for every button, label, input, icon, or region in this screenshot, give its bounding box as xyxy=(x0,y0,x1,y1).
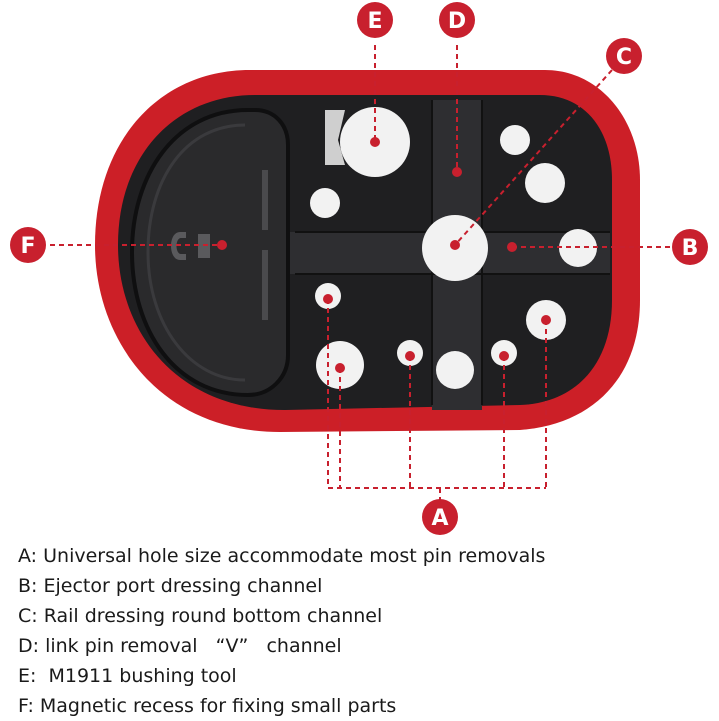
hole-medium xyxy=(525,163,565,203)
legend-text: Ejector port dressing channel xyxy=(37,575,323,597)
callout-d-letter: D xyxy=(448,9,466,34)
hole-small xyxy=(310,188,340,218)
legend-text: Universal hole size accommodate most pin… xyxy=(37,545,546,567)
legend-text: Rail dressing round bottom channel xyxy=(37,605,383,627)
legend-prefix: A: xyxy=(18,545,38,567)
legend-list: A: Universal hole size accommodate most … xyxy=(18,541,545,721)
legend-item-e: E: M1911 bushing tool xyxy=(18,661,545,691)
legend-prefix: E: xyxy=(18,665,37,687)
v-notch xyxy=(325,110,345,165)
legend-item-a: A: Universal hole size accommodate most … xyxy=(18,541,545,571)
callout-d: D xyxy=(439,2,475,38)
leader-dots xyxy=(217,137,551,373)
legend-prefix: D: xyxy=(18,635,40,657)
tray-diagram: E D C B F A xyxy=(10,2,708,535)
callout-a-letter: A xyxy=(431,506,448,531)
legend-item-f: F: Magnetic recess for fixing small part… xyxy=(18,691,545,721)
leader-lines xyxy=(50,45,670,500)
legend-prefix: B: xyxy=(18,575,38,597)
hole-small xyxy=(500,125,530,155)
hole-a4 xyxy=(436,351,474,389)
legend-text: link pin removal “V” channel xyxy=(39,635,342,657)
legend-text: Magnetic recess for fixing small parts xyxy=(33,695,397,717)
callout-f-letter: F xyxy=(20,234,35,259)
callout-f: F xyxy=(10,227,46,263)
bowl-inner-shadow xyxy=(146,123,246,382)
callout-a: A xyxy=(422,499,458,535)
callout-e: E xyxy=(357,2,393,38)
legend-text: M1911 bushing tool xyxy=(36,665,237,687)
callout-b-letter: B xyxy=(682,236,699,261)
callout-b: B xyxy=(672,229,708,265)
embossed-marking xyxy=(262,170,268,320)
legend-item-c: C: Rail dressing round bottom channel xyxy=(18,601,545,631)
legend-prefix: F: xyxy=(18,695,34,717)
legend-prefix: C: xyxy=(18,605,38,627)
callout-c-letter: C xyxy=(616,45,632,70)
callout-c: C xyxy=(606,38,642,74)
legend-item-d: D: link pin removal “V” channel xyxy=(18,631,545,661)
legend-item-b: B: Ejector port dressing channel xyxy=(18,571,545,601)
callout-e-letter: E xyxy=(367,9,382,34)
